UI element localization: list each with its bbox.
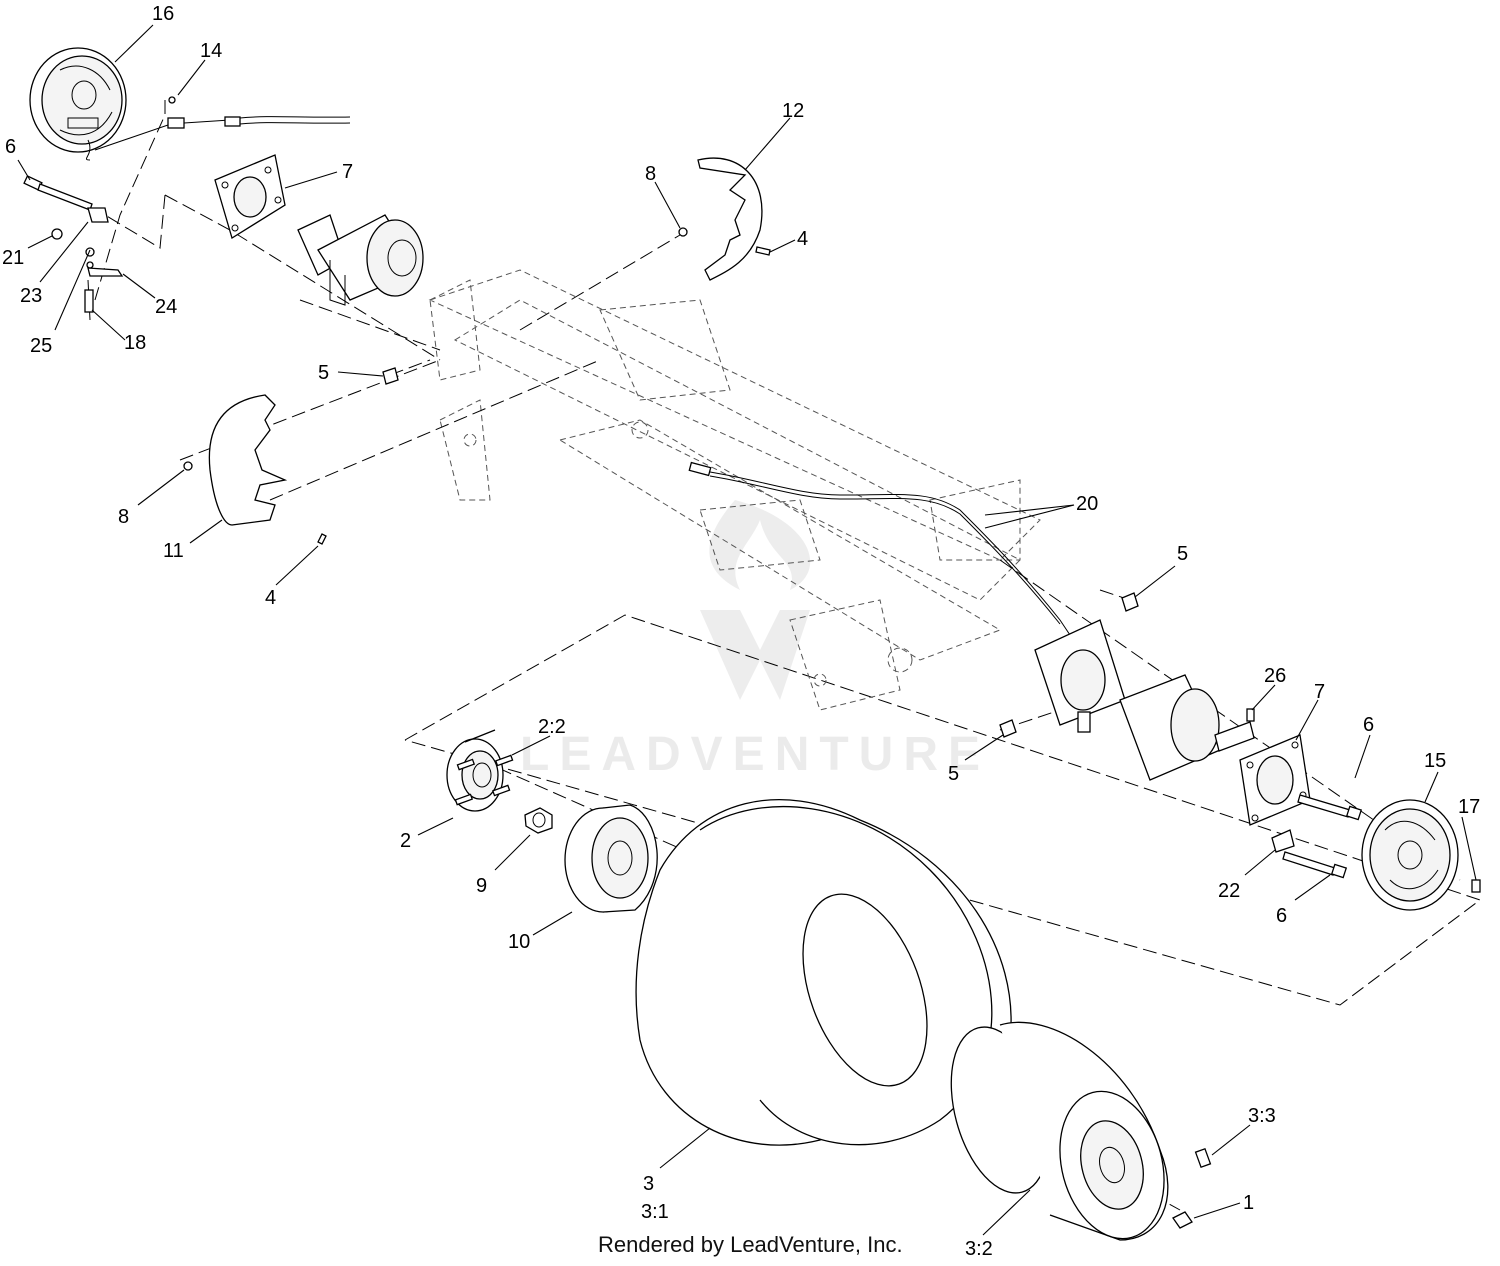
- brake-cable-left: [94, 96, 351, 151]
- callout-6b: 6: [1363, 714, 1374, 736]
- axle-frame: [428, 269, 1041, 711]
- callout-3: 3: [643, 1173, 654, 1195]
- tire: [635, 799, 1012, 1146]
- callout-2: 2: [400, 830, 411, 852]
- callout-1: 1: [1243, 1192, 1254, 1214]
- leader-lines: [17, 24, 1477, 1236]
- watermark-text: LEADVENTURE: [520, 728, 990, 781]
- callout-12: 12: [782, 100, 804, 122]
- callout-3-3: 3:3: [1248, 1105, 1276, 1127]
- brake-backing-plate-right: [1361, 799, 1481, 911]
- callout-18: 18: [124, 332, 146, 354]
- small-fasteners: [183, 227, 1139, 738]
- wheel-rim: [950, 1021, 1169, 1241]
- brake-shield-left-lower: [208, 394, 288, 526]
- callout-labels: 16 14 6 7 8 12 4 21 23 24 25 18 5 8 11 4…: [2, 3, 1480, 1260]
- watermark-logo: LEADVENTURE: [520, 500, 990, 781]
- drive-hub-lower: [1034, 619, 1255, 781]
- footer-credit: Rendered by LeadVenture, Inc.: [598, 1232, 903, 1257]
- callout-6: 6: [5, 136, 16, 158]
- callout-5: 5: [318, 362, 329, 384]
- callout-4b: 4: [265, 587, 276, 609]
- callout-5b: 5: [1177, 543, 1188, 565]
- callout-8: 8: [645, 163, 656, 185]
- callout-2-2: 2:2: [538, 716, 566, 738]
- wheel-hub: [446, 729, 514, 812]
- callout-25: 25: [30, 335, 52, 357]
- callout-6c: 6: [1276, 905, 1287, 927]
- callout-17: 17: [1458, 796, 1480, 818]
- callout-22: 22: [1218, 880, 1240, 902]
- brake-cable-right: [688, 461, 1081, 651]
- callout-10: 10: [508, 931, 530, 953]
- callout-8b: 8: [118, 506, 129, 528]
- callout-24: 24: [155, 296, 177, 318]
- callout-9: 9: [476, 875, 487, 897]
- callout-23: 23: [20, 285, 42, 307]
- callout-4: 4: [797, 228, 808, 250]
- callout-26: 26: [1264, 665, 1286, 687]
- callout-20: 20: [1076, 493, 1098, 515]
- bolt-6-left: [23, 175, 93, 211]
- valve-and-lugnut: [1172, 1147, 1212, 1229]
- callout-7: 7: [342, 161, 353, 183]
- callout-3-2: 3:2: [965, 1238, 993, 1260]
- brake-drum: [564, 804, 658, 913]
- brake-lever-hardware: [51, 207, 124, 321]
- hub-nut: [524, 807, 553, 834]
- brake-shield-right-upper: [697, 157, 763, 281]
- callout-7b: 7: [1314, 681, 1325, 703]
- callout-15: 15: [1424, 750, 1446, 772]
- callout-3-1: 3:1: [641, 1201, 669, 1223]
- mounting-flange-left: [214, 154, 286, 240]
- drive-hub-upper: [297, 214, 424, 306]
- callout-11: 11: [163, 540, 184, 562]
- wheel-group-boundary: [404, 614, 1482, 1006]
- mounting-flange-right: [1239, 708, 1311, 826]
- bolts-6-right: [1271, 794, 1363, 879]
- brake-backing-plate-left: [29, 47, 127, 161]
- callout-5c: 5: [948, 763, 959, 785]
- callout-16: 16: [152, 3, 174, 25]
- callout-14: 14: [200, 40, 222, 62]
- callout-21: 21: [2, 247, 24, 269]
